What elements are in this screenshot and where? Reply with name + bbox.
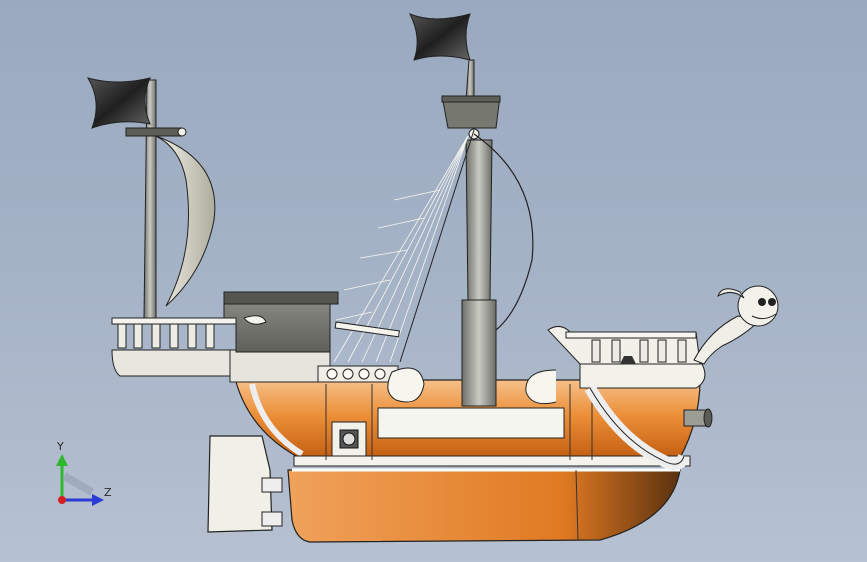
y-axis-label: Y bbox=[57, 440, 64, 453]
z-axis-label: Z bbox=[104, 486, 112, 499]
cabin bbox=[223, 291, 339, 353]
rudder bbox=[207, 435, 283, 533]
figurehead bbox=[693, 285, 779, 365]
deck-figure bbox=[620, 356, 636, 364]
lower-hull bbox=[287, 468, 681, 543]
cannon bbox=[683, 408, 713, 428]
mid-deck bbox=[317, 365, 557, 405]
bow-deck bbox=[547, 326, 706, 471]
axis-triad bbox=[56, 454, 104, 506]
main-flag bbox=[408, 13, 471, 61]
rear-mast bbox=[86, 77, 216, 319]
main-mast bbox=[399, 59, 534, 407]
upper-hull bbox=[235, 379, 701, 467]
rigging bbox=[333, 135, 469, 363]
